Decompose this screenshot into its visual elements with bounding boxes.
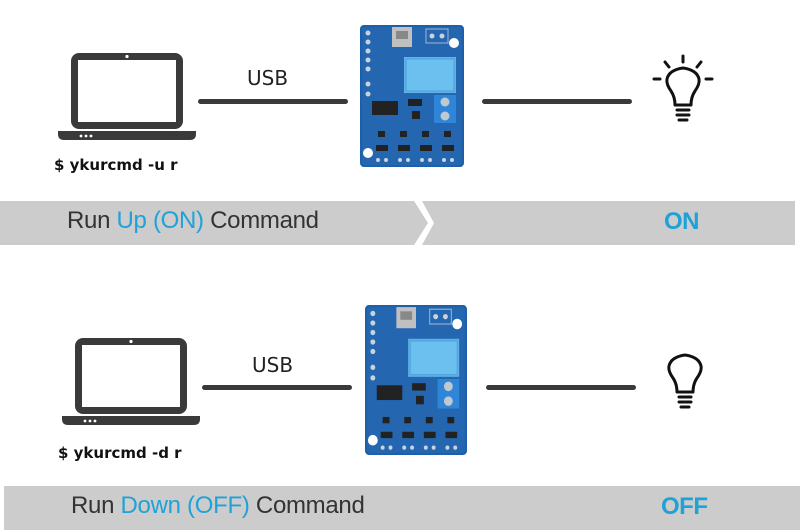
step-banner-right xyxy=(426,486,800,530)
lightbulb-off-icon xyxy=(667,353,703,409)
banner-label: Run Down (OFF) Command xyxy=(71,492,365,520)
step-banner-right xyxy=(422,201,795,245)
command-text: $ ykurcmd -u r xyxy=(54,156,178,174)
banner-highlight: Up (ON) xyxy=(116,207,205,234)
load-cable-line xyxy=(486,385,636,390)
usb-cable-line xyxy=(202,385,352,390)
banner-highlight: Down (OFF) xyxy=(120,492,250,519)
lamp-state-label: OFF xyxy=(661,493,708,520)
banner-prefix: Run xyxy=(67,207,111,234)
banner-label: Run Up (ON) Command xyxy=(67,207,319,235)
lightbulb-on-icon xyxy=(652,54,714,122)
banner-suffix: Command xyxy=(210,207,319,234)
laptop-icon xyxy=(62,338,200,425)
usb-label: USB xyxy=(252,353,294,377)
load-cable-line xyxy=(482,99,632,104)
step-banner-left xyxy=(4,486,438,530)
relay-board-image xyxy=(365,305,467,455)
relay-board-image xyxy=(360,25,464,167)
banner-prefix: Run xyxy=(71,492,115,519)
laptop-icon xyxy=(58,53,196,140)
usb-cable-line xyxy=(198,99,348,104)
banner-suffix: Command xyxy=(255,492,365,519)
usb-label: USB xyxy=(247,66,289,90)
command-text: $ ykurcmd -d r xyxy=(58,444,182,462)
step-banner-left xyxy=(0,201,428,245)
lamp-state-label: ON xyxy=(664,208,700,235)
